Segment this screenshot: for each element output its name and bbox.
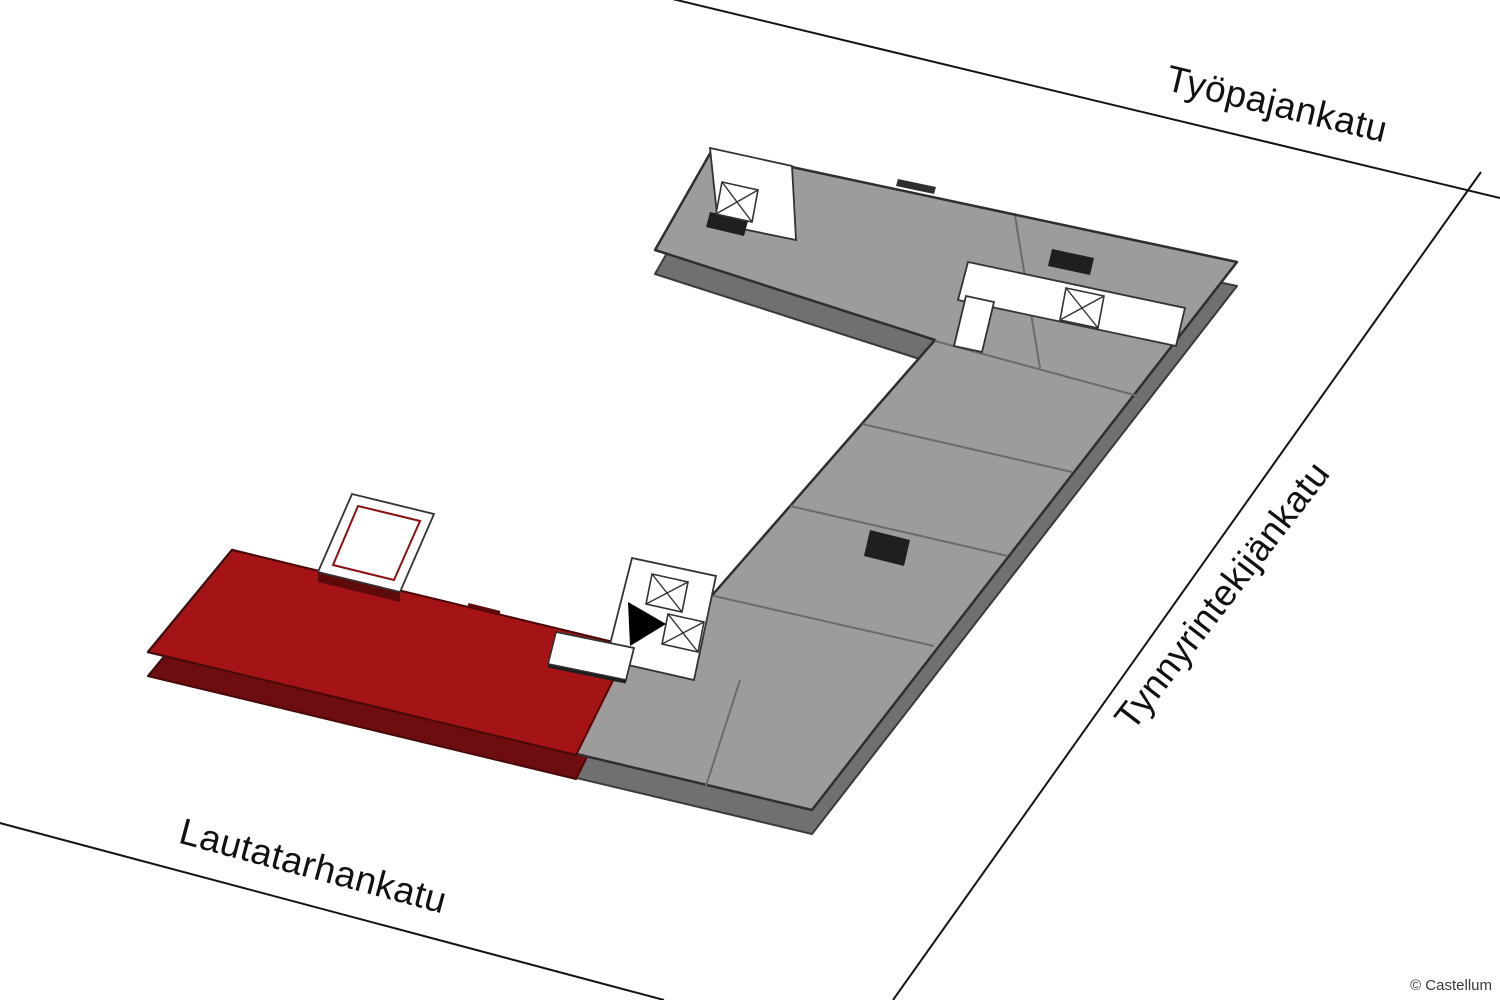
street-line-tyopajankatu xyxy=(672,0,1500,199)
highlighted-unit-annex xyxy=(316,492,436,602)
street-line-tynnyrintekijankatu xyxy=(892,171,1482,1000)
stairwell-core-entrance xyxy=(546,556,718,684)
interior-wall-line xyxy=(861,423,1073,473)
entrance-arrow-icon xyxy=(628,602,666,646)
street-label-tyopajankatu: Työpajankatu xyxy=(1162,58,1391,151)
doorway-tick xyxy=(467,603,501,615)
copyright-attribution: © Castellum xyxy=(1410,977,1492,994)
street-line-lautatarhankatu xyxy=(0,822,665,1000)
interior-wall-line xyxy=(705,679,741,787)
interior-wall-line xyxy=(713,595,935,647)
doorway-tick xyxy=(896,179,936,194)
interior-wall-line xyxy=(789,505,1009,557)
interior-wall-line xyxy=(934,340,1139,397)
stairwell-core-north xyxy=(706,146,797,242)
street-label-tynnyrintekijankatu: Tynnyrintekijänkatu xyxy=(1107,454,1338,738)
service-block xyxy=(864,530,910,566)
stairwell-core-east xyxy=(952,249,1187,354)
street-label-lautatarhankatu: Lautatarhankatu xyxy=(175,811,451,922)
